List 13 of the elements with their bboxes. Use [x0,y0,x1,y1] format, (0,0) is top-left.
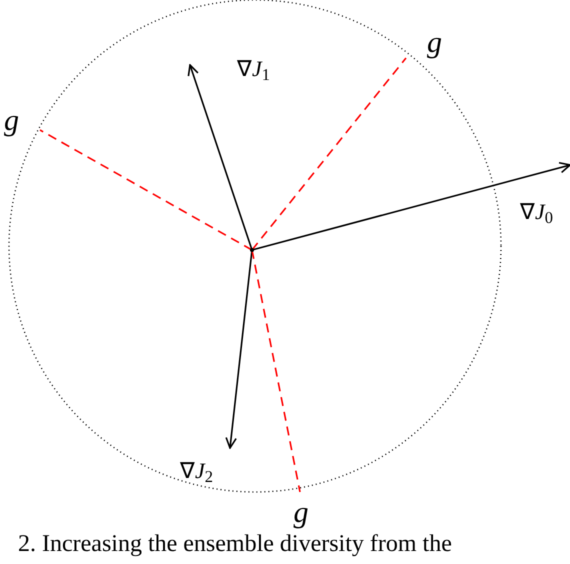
dashed-line [251,250,301,492]
vector-label: g [286,492,316,528]
arrow [225,250,253,449]
dashed-line [40,129,252,251]
vector-label: g [4,106,40,138]
arrow [188,64,253,250]
arrow [252,162,570,251]
vector-label: ∇J$_{1}$ [190,58,270,92]
vector-label: g [406,28,442,60]
caption: 2. Increasing the ensemble diversity from the [18,532,452,556]
dashed-line [251,58,407,250]
vector-label: ∇J$_{2}$ [180,448,230,482]
vector-label: ∇J$_{0}$ [520,165,570,223]
